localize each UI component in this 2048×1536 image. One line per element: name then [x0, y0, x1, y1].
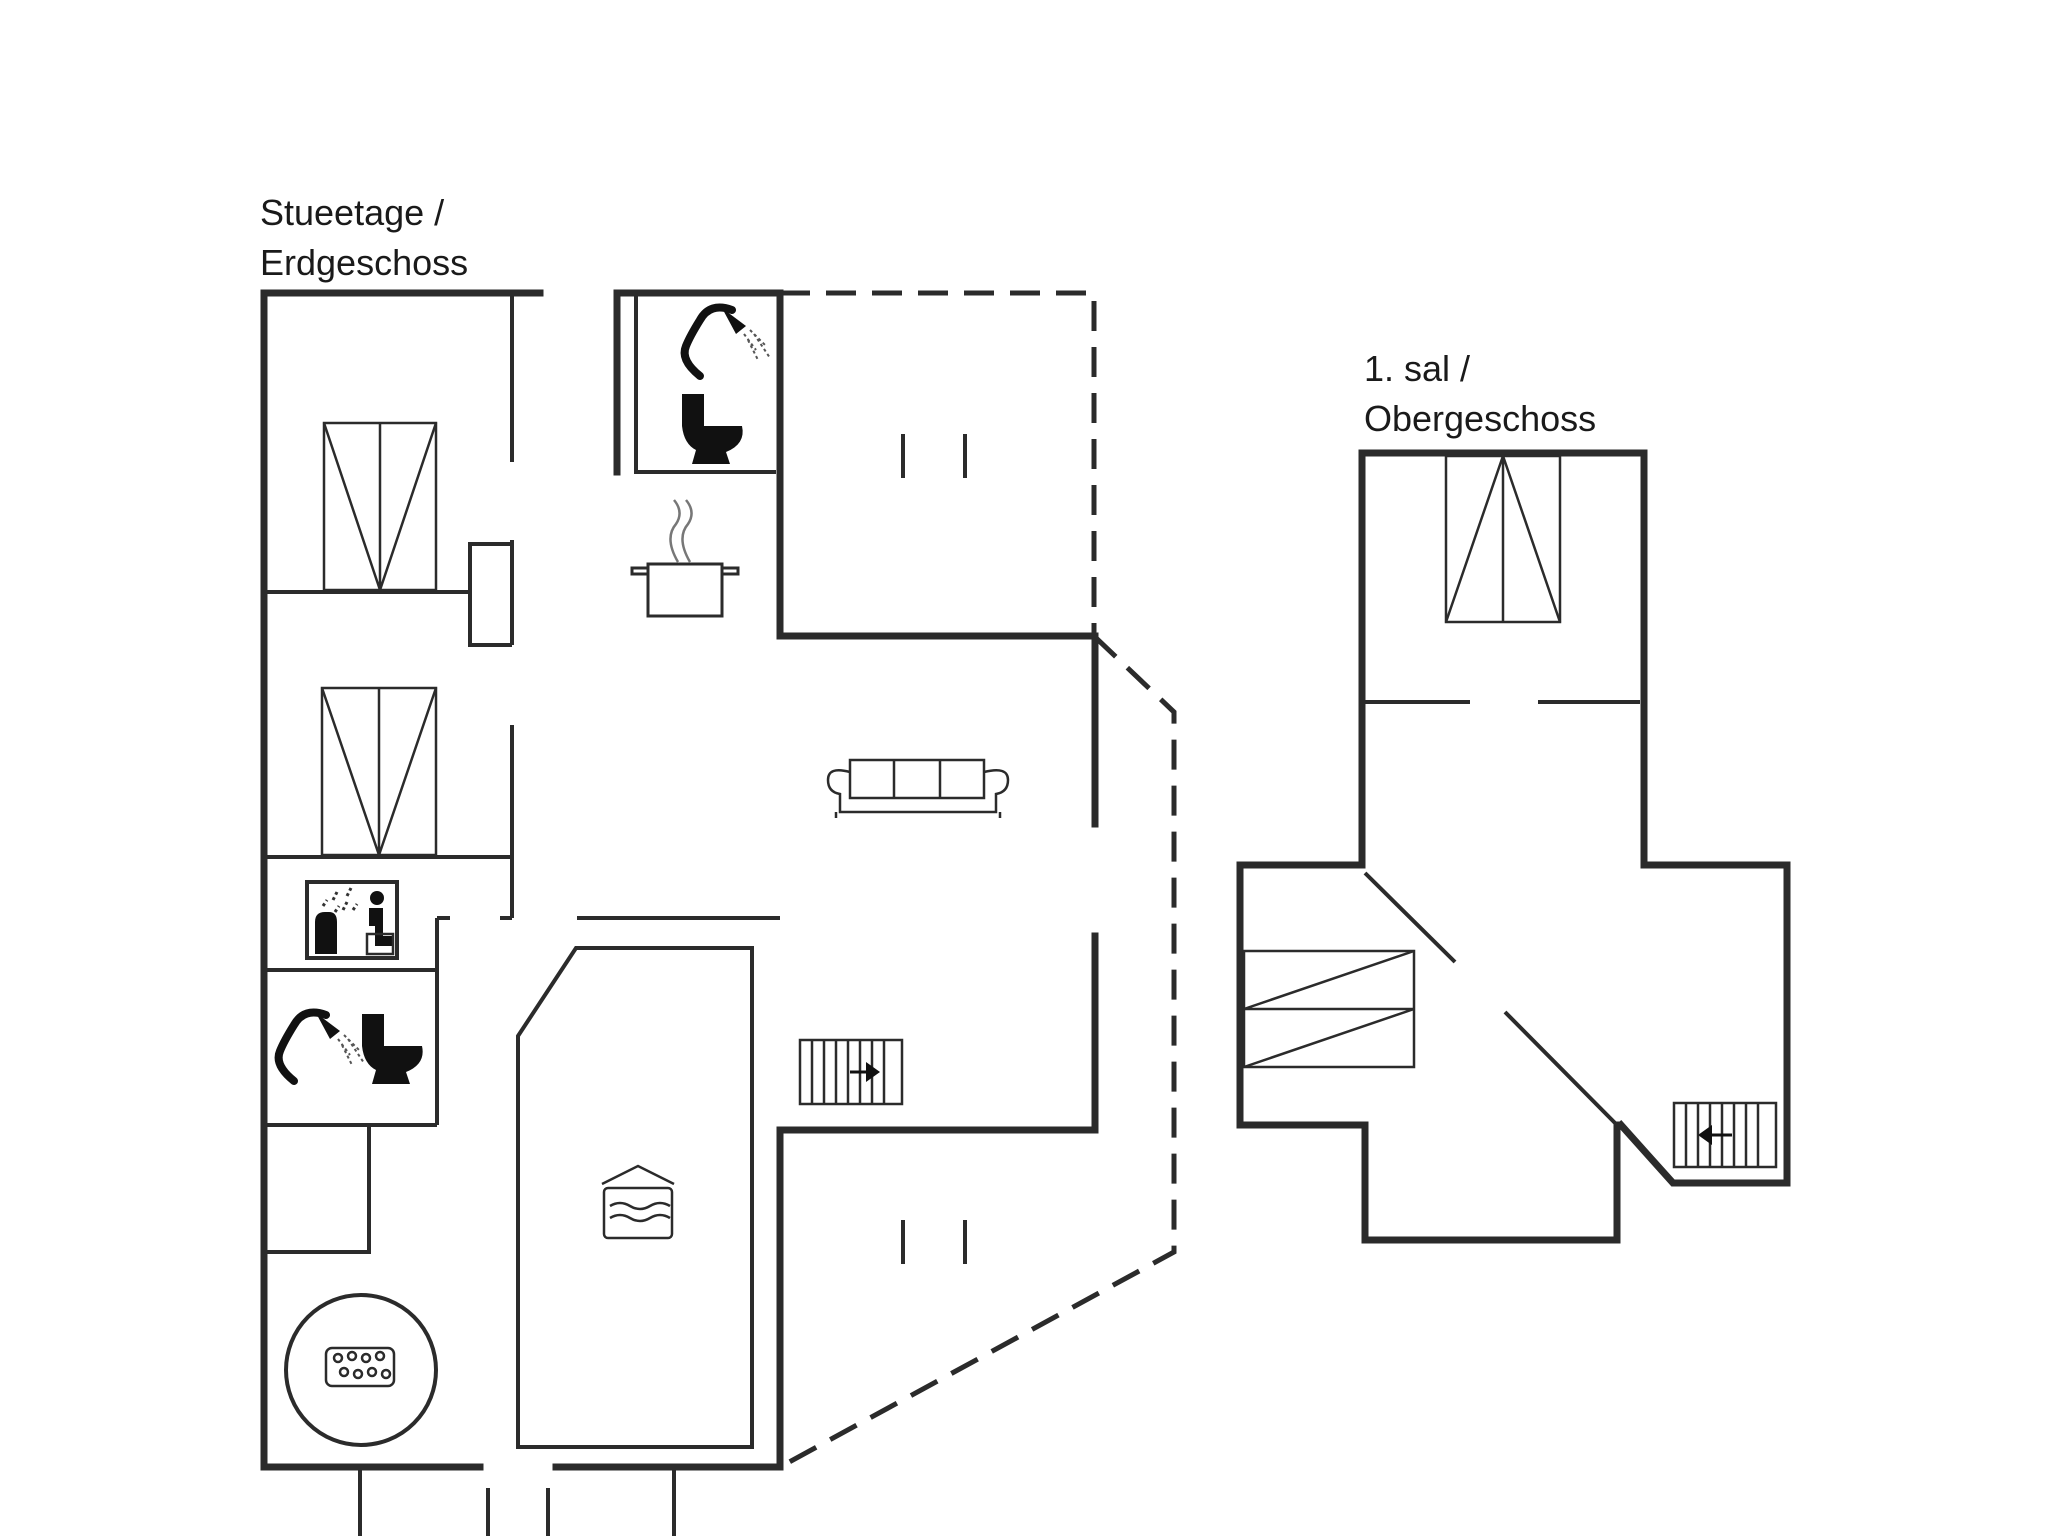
ground-floor [260, 289, 1177, 1536]
double-bed-icon [1444, 452, 1562, 624]
double-bed-icon [322, 421, 438, 594]
shower-icon [274, 1008, 365, 1085]
upper-floor-title-line2: Obergeschoss [1364, 398, 1597, 439]
upper-floor-title-line1: 1. sal / [1364, 348, 1471, 389]
shower-icon [680, 303, 771, 380]
whirlpool-icon [284, 1293, 438, 1447]
ground-floor-title-line1: Stueetage / [260, 192, 445, 233]
pool-outline [516, 946, 754, 1449]
sofa-icon [826, 758, 1010, 818]
toilet-icon [362, 1014, 423, 1084]
ground-floor-title-line2: Erdgeschoss [260, 242, 469, 283]
stairwell [1242, 949, 1416, 1069]
pool-icon [601, 1164, 675, 1240]
stairs-down-icon [1672, 1101, 1778, 1169]
ground-floor-walls [260, 289, 1099, 1536]
upper-floor [1236, 449, 1791, 1244]
upper-floor-walls [1236, 449, 1791, 1244]
upper-floor-title: 1. sal / Obergeschoss [1364, 344, 1596, 444]
terrace-outline [778, 290, 1177, 1470]
sauna-icon [305, 880, 399, 960]
toilet-icon [682, 394, 743, 464]
cooking-pot-icon [630, 499, 740, 618]
door-markers [901, 434, 967, 1264]
stairs-up-icon [798, 1038, 904, 1106]
double-bed-icon [320, 686, 438, 859]
ground-floor-title: Stueetage / Erdgeschoss [260, 188, 468, 288]
